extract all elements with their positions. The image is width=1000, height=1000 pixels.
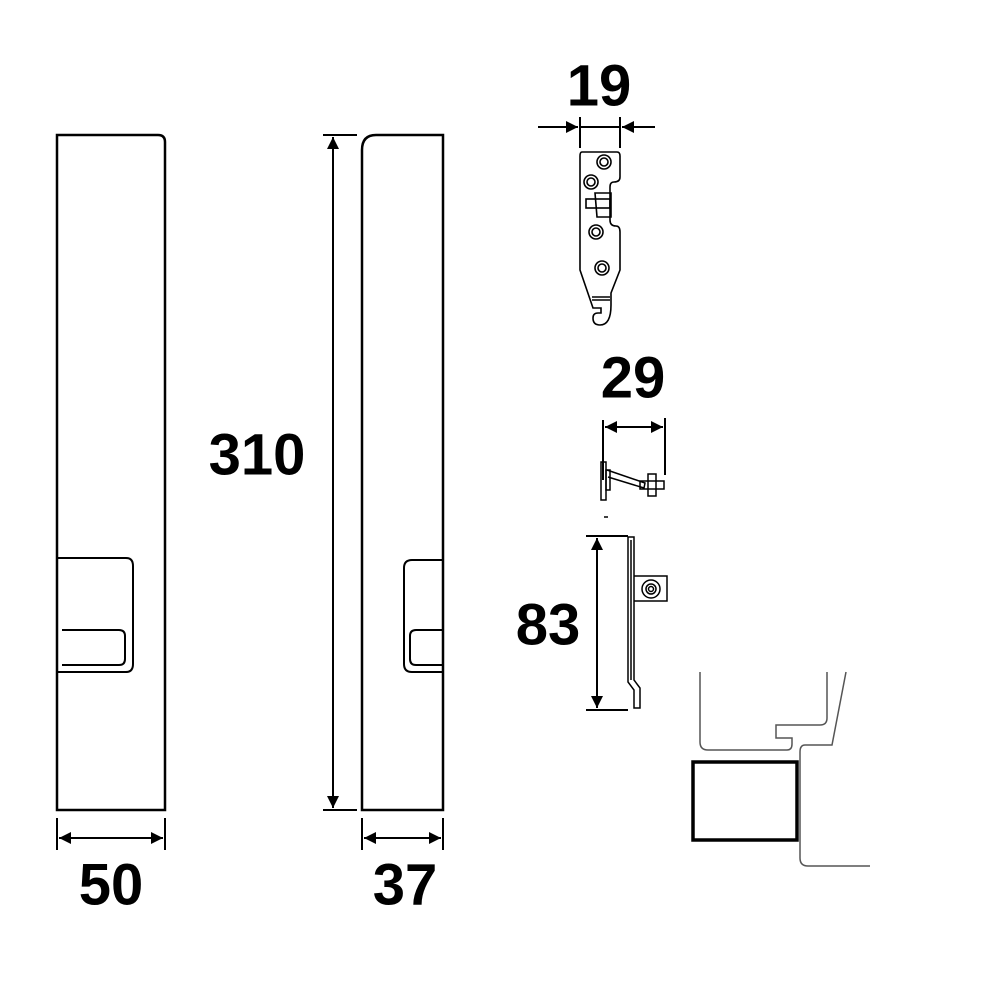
dimension-lines <box>56 117 666 850</box>
arm-top-view <box>600 461 665 518</box>
handle-recess <box>58 557 134 673</box>
side-panel <box>360 133 445 812</box>
bracket-front-view <box>579 151 621 326</box>
side-depth-dimension-label: 37 <box>372 852 438 918</box>
side-handle-recess <box>403 559 442 673</box>
height-dimension-label: 310 <box>208 422 306 488</box>
installation-section <box>691 671 870 867</box>
side-handle-grip <box>409 629 442 666</box>
bracket-side-view <box>627 536 668 709</box>
front-panel <box>55 133 167 812</box>
bracket-height-dimension-label: 83 <box>515 592 581 658</box>
bracket-width-dimension-label: 19 <box>566 53 632 119</box>
front-width-dimension-label: 50 <box>78 852 144 918</box>
handle-grip <box>62 629 126 666</box>
arm-width-dimension-label: 29 <box>600 345 666 411</box>
